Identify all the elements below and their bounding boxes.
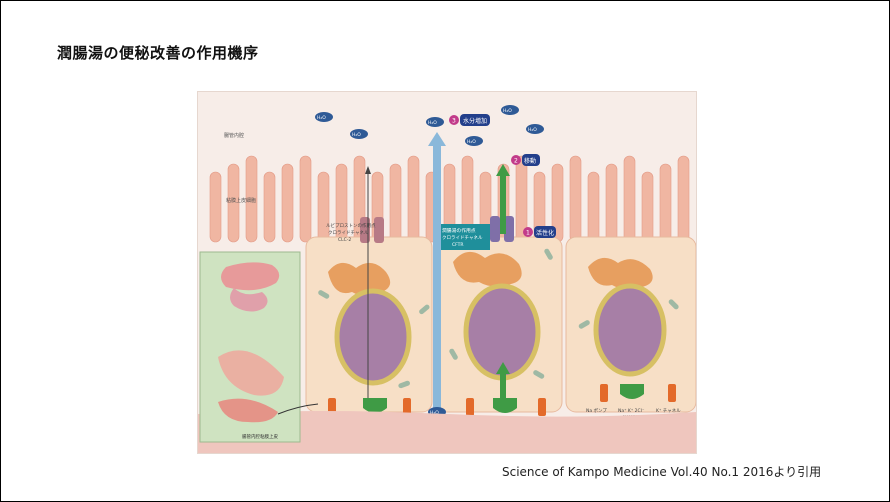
cftr-label: CFTR (452, 242, 464, 248)
step3-badge: 3 水分増加 (449, 114, 490, 126)
svg-text:H₂O: H₂O (352, 132, 361, 138)
svg-text:活性化: 活性化 (536, 229, 554, 237)
microvillus (299, 155, 312, 243)
microvillus (281, 163, 294, 243)
basement-layer (198, 411, 696, 453)
microvillus (569, 155, 582, 243)
microvillus (605, 163, 618, 243)
h2o-molecules: H₂O H₂O H₂O H₂O H₂O H₂O H₂O (315, 105, 544, 417)
svg-text:H₂O: H₂O (528, 127, 537, 133)
k-channel-label: K⁺ チャネル (656, 408, 681, 414)
microvillus (407, 155, 420, 243)
mucosa-label: 腸管内腔粘膜上皮 (242, 433, 278, 440)
nucleus-right (593, 283, 667, 377)
mitochondria (318, 248, 679, 389)
junchoto-site-box (438, 224, 490, 250)
microvillus (263, 171, 276, 243)
step1-badge: 1 活性化 (523, 226, 556, 238)
microvillus (659, 163, 672, 243)
microvilli (209, 155, 690, 243)
svg-text:H₂O: H₂O (467, 139, 476, 145)
inset-pointer (277, 403, 319, 415)
svg-text:H₂O: H₂O (428, 120, 437, 126)
svg-text:3: 3 (452, 118, 456, 125)
mechanism-illustration: 腸管内腔 粘膜上皮細胞 (197, 91, 697, 454)
slide-title: 潤腸湯の便秘改善の作用機序 (57, 44, 259, 62)
svg-text:H₂O: H₂O (430, 410, 439, 416)
microvillus (227, 163, 240, 243)
svg-text:1: 1 (526, 230, 530, 237)
water-arrow (428, 132, 446, 414)
microvillus (641, 171, 654, 243)
epithelium-label: 粘膜上皮細胞 (226, 197, 256, 204)
lumen-label: 腸管内腔 (224, 132, 244, 139)
svg-text:H₂O: H₂O (503, 108, 512, 114)
microvillus (587, 171, 600, 243)
step2-badge: 2 移動 (511, 154, 540, 166)
lubiprostone-site-label: ルビプロストンの作用点 (326, 222, 376, 229)
clc2-channel-label: クロライドチャネル (328, 230, 369, 236)
basolateral-transporters (328, 384, 676, 416)
svg-text:2: 2 (514, 158, 518, 165)
chloride-arrows (365, 164, 510, 408)
na-pump-label: Na ポンプ (586, 407, 607, 414)
golgi-apparatus (328, 251, 653, 296)
source-caption: Science of Kampo Medicine Vol.40 No.1 20… (502, 465, 822, 479)
junchoto-site-label: 潤腸湯の作用点 (442, 227, 476, 234)
svg-text:水分増加: 水分増加 (463, 117, 487, 125)
svg-text:移動: 移動 (524, 157, 536, 165)
svg-text:H₂O: H₂O (317, 115, 326, 121)
nucleus-left (334, 288, 412, 386)
clc2-label: CLC-2 (338, 237, 351, 243)
microvillus (623, 155, 636, 243)
microvillus (209, 171, 222, 243)
microvillus (677, 155, 690, 243)
small-intestine-icon (230, 288, 268, 312)
cftr-channel (490, 216, 514, 242)
mucosa-section-icon (218, 398, 278, 423)
microvillus (245, 155, 258, 243)
colon-inset: 腸管内腔粘膜上皮 (199, 251, 301, 443)
intestine-tube-icon (218, 350, 284, 396)
cftr-channel-label: クロライドチャネル (442, 235, 483, 241)
cotransporter-label: Na⁺ K⁺ 2Cl⁻ (618, 408, 645, 414)
microvillus (389, 163, 402, 243)
nuclei (334, 283, 667, 386)
colon-icon (221, 262, 280, 291)
